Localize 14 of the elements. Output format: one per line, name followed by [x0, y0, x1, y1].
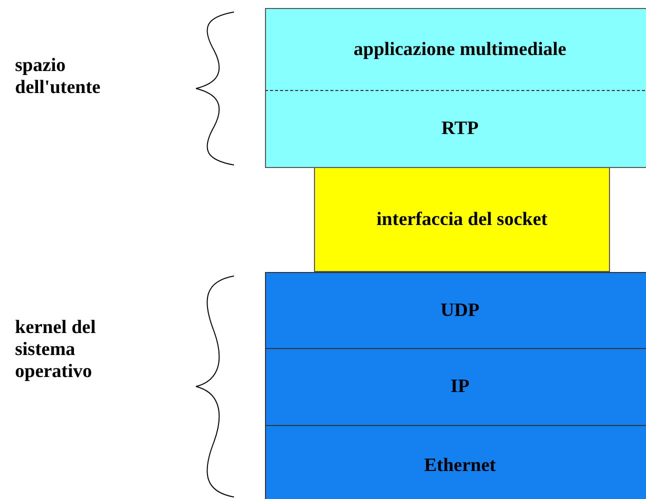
layer-box: [265, 8, 646, 91]
layer-box: [265, 349, 646, 426]
layer-box: [265, 426, 646, 499]
layer-name: IP: [450, 376, 470, 398]
layer-name: interfaccia del socket: [376, 208, 548, 230]
layer-group-label: spazio dell'utente: [15, 55, 102, 99]
layer-name: RTP: [441, 118, 479, 140]
layer-name: applicazione multimediale: [354, 38, 566, 60]
layer-name: UDP: [440, 300, 480, 322]
layer-box: [265, 91, 646, 168]
layer-name: Ethernet: [424, 454, 496, 476]
layer-box: [314, 168, 610, 272]
layer-box: [265, 272, 646, 349]
layer-group-label: kernel del sistema operativo: [15, 317, 97, 383]
